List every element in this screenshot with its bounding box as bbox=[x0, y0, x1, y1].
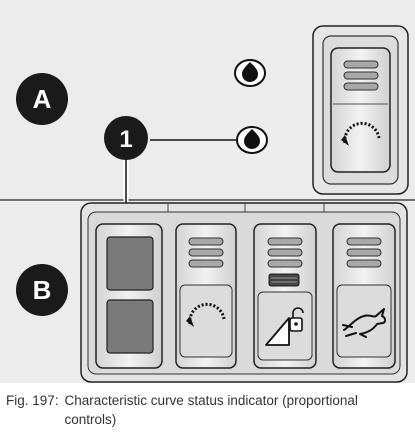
indicator-bars-icon bbox=[343, 60, 379, 91]
indicator-bars-icon bbox=[267, 237, 303, 268]
rabbit-icon bbox=[342, 308, 387, 338]
caption-text: Characteristic curve status indicator (p… bbox=[64, 393, 358, 427]
led-lower bbox=[236, 126, 268, 154]
panel-b-switch-1[interactable] bbox=[95, 223, 163, 369]
caption-label: Fig. 197: bbox=[6, 393, 59, 408]
indicator-bars-icon bbox=[346, 237, 382, 268]
label-a-badge: A bbox=[16, 73, 68, 125]
panel-b-switch-4[interactable] bbox=[332, 223, 396, 369]
characteristic-curve-icon bbox=[341, 121, 381, 146]
unlock-icon bbox=[265, 307, 304, 346]
characteristic-curve-icon bbox=[186, 302, 226, 327]
label-b-badge: B bbox=[16, 264, 68, 316]
panel-b-switch-2[interactable] bbox=[175, 223, 237, 369]
panel-a-switch[interactable] bbox=[312, 25, 409, 195]
led-upper bbox=[234, 59, 266, 87]
panel-b-switch-3[interactable] bbox=[253, 223, 317, 369]
characteristic-curve-figure: A B 1 bbox=[0, 0, 415, 383]
label-a-text: A bbox=[33, 84, 52, 114]
slot-icon bbox=[268, 273, 300, 287]
figure-caption: Fig. 197: Characteristic curve status in… bbox=[6, 391, 411, 429]
label-b-text: B bbox=[33, 275, 52, 305]
callout-1-text: 1 bbox=[119, 126, 132, 153]
indicator-bars-icon bbox=[188, 237, 224, 268]
